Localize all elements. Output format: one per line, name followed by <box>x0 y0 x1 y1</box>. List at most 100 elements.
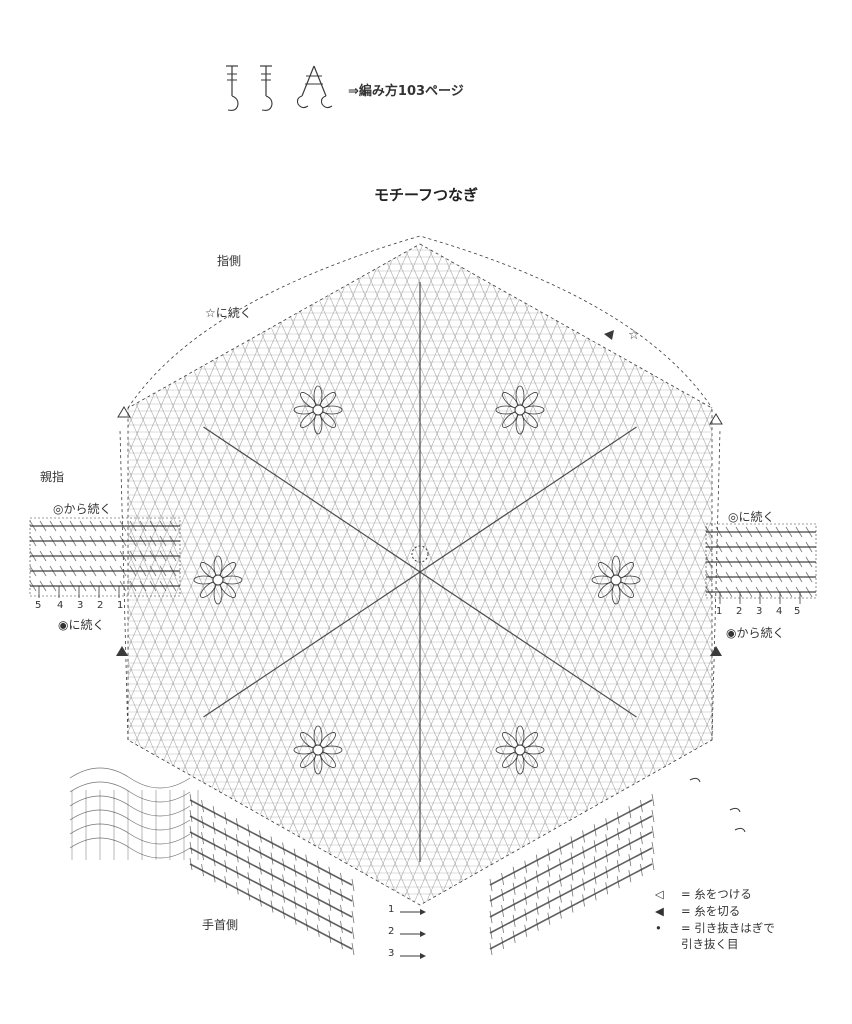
row-number: 1 <box>117 600 124 611</box>
wrist-band-right <box>616 828 620 841</box>
wrist-band-left <box>328 914 332 927</box>
wrist-band-right <box>651 857 655 871</box>
continue-to-bullseye-label: ◉に続く <box>58 618 105 632</box>
thumb-strip-right <box>725 541 733 553</box>
wrist-band-left <box>189 793 193 807</box>
thumb-strip-right <box>755 586 763 598</box>
thumb-strip-right <box>715 586 723 598</box>
wrist-band-right <box>582 878 585 891</box>
wrist-band-left <box>259 862 262 875</box>
chain-loop <box>69 795 191 817</box>
wrist-band-right <box>501 872 504 885</box>
thumb-strip-left <box>159 580 167 592</box>
row-number: 3 <box>77 600 84 611</box>
thumb-strip-left <box>89 550 97 562</box>
wrist-band-left <box>247 824 251 837</box>
wrist-band-right <box>501 920 504 933</box>
thumb-strip-left <box>139 580 147 592</box>
wrist-band-left <box>340 920 343 933</box>
thumb-strip-right <box>705 541 713 553</box>
thumb-strip-right <box>715 571 723 583</box>
wrist-side-label: 手首側 <box>202 918 239 932</box>
wrist-band-right <box>570 884 574 897</box>
thumb-label: 親指 <box>40 470 65 484</box>
wrist-band-left <box>201 800 204 813</box>
thumb-strip-left <box>139 535 147 547</box>
wrist-band-left <box>247 872 251 885</box>
wrist-band-right <box>524 860 528 873</box>
wrist-band-right <box>628 870 632 883</box>
wrist-band-left <box>189 809 193 823</box>
thumb-strip-right <box>745 541 753 553</box>
wrist-band-left <box>212 838 216 851</box>
legend-item: ◀= 糸を切る <box>655 903 740 919</box>
row-arrow <box>420 909 426 915</box>
legend-item: •= 引き抜きはぎで <box>655 920 775 936</box>
wrist-band-right <box>559 890 562 903</box>
thumb-strip-left <box>89 520 97 532</box>
wrist-band-right <box>582 830 585 843</box>
wrist-band-left <box>224 860 228 873</box>
wrist-band-left <box>340 872 343 885</box>
thumb-strip-left <box>99 535 107 547</box>
thumb-strip-right <box>745 556 753 568</box>
row-number: 3 <box>756 606 763 617</box>
stitch-symbol <box>301 65 315 97</box>
thumb-strip-right <box>765 526 773 538</box>
wrist-band-left <box>189 847 353 934</box>
wrist-band-right <box>605 882 609 895</box>
row-number: 2 <box>97 600 104 611</box>
outer-arc <box>127 235 713 409</box>
wrist-band-right <box>651 809 655 823</box>
open-triangle-marker <box>709 413 723 425</box>
wrist-band-right <box>489 863 653 950</box>
star-spoke <box>203 426 421 573</box>
flower-center <box>514 404 526 416</box>
legend-item: 引き抜く目 <box>655 936 739 952</box>
wrist-band-right <box>524 892 528 905</box>
wrist-band-left <box>270 852 274 865</box>
thumb-strip-left <box>109 535 117 547</box>
wrist-band-right <box>489 942 493 956</box>
wrist-band-left <box>351 910 355 924</box>
thumb-strip-right <box>705 556 713 568</box>
wrist-band-right <box>559 874 562 887</box>
wrist-band-left <box>282 874 285 887</box>
flower-center <box>312 404 324 416</box>
wrist-band-right <box>570 852 574 865</box>
thumb-strip-right <box>735 556 743 568</box>
wrist-band-right <box>605 818 609 831</box>
finger-side-label: 指側 <box>217 254 242 268</box>
wrist-band-left <box>224 828 228 841</box>
hexagon-outline <box>127 243 713 906</box>
wrist-band-right <box>628 822 632 835</box>
thumb-strip-right <box>755 556 763 568</box>
wrist-band-left <box>340 888 343 901</box>
wrist-band-right <box>547 896 551 909</box>
thumb-strip-left <box>69 535 77 547</box>
thumb-strip-right <box>705 571 713 583</box>
thumb-strip-left <box>49 535 57 547</box>
wrist-band-left <box>224 876 228 889</box>
wrist-band-right <box>651 825 655 839</box>
wrist-band-left <box>224 812 228 825</box>
wrist-band-right <box>593 872 597 885</box>
filled-triangle-marker <box>710 646 722 656</box>
wrist-band-right <box>593 856 597 869</box>
wrist-band-right <box>582 846 585 859</box>
thumb-strip-left <box>49 580 57 592</box>
wrist-band-right <box>593 888 597 901</box>
thumb-strip-left <box>39 580 47 592</box>
thumb-strip-right <box>775 526 783 538</box>
wrist-band-left <box>351 894 355 908</box>
thumb-strip-left <box>39 550 47 562</box>
thumb-strip-left <box>119 565 127 577</box>
wrist-band-left <box>235 882 239 895</box>
thumb-strip-left <box>159 520 167 532</box>
thumb-strip-right <box>795 586 803 598</box>
wrist-band-left <box>247 856 251 869</box>
thumb-strip-right <box>785 526 793 538</box>
wrist-band-right <box>524 924 528 937</box>
thumb-strip-left <box>29 565 37 577</box>
wrist-band-right <box>640 864 643 877</box>
